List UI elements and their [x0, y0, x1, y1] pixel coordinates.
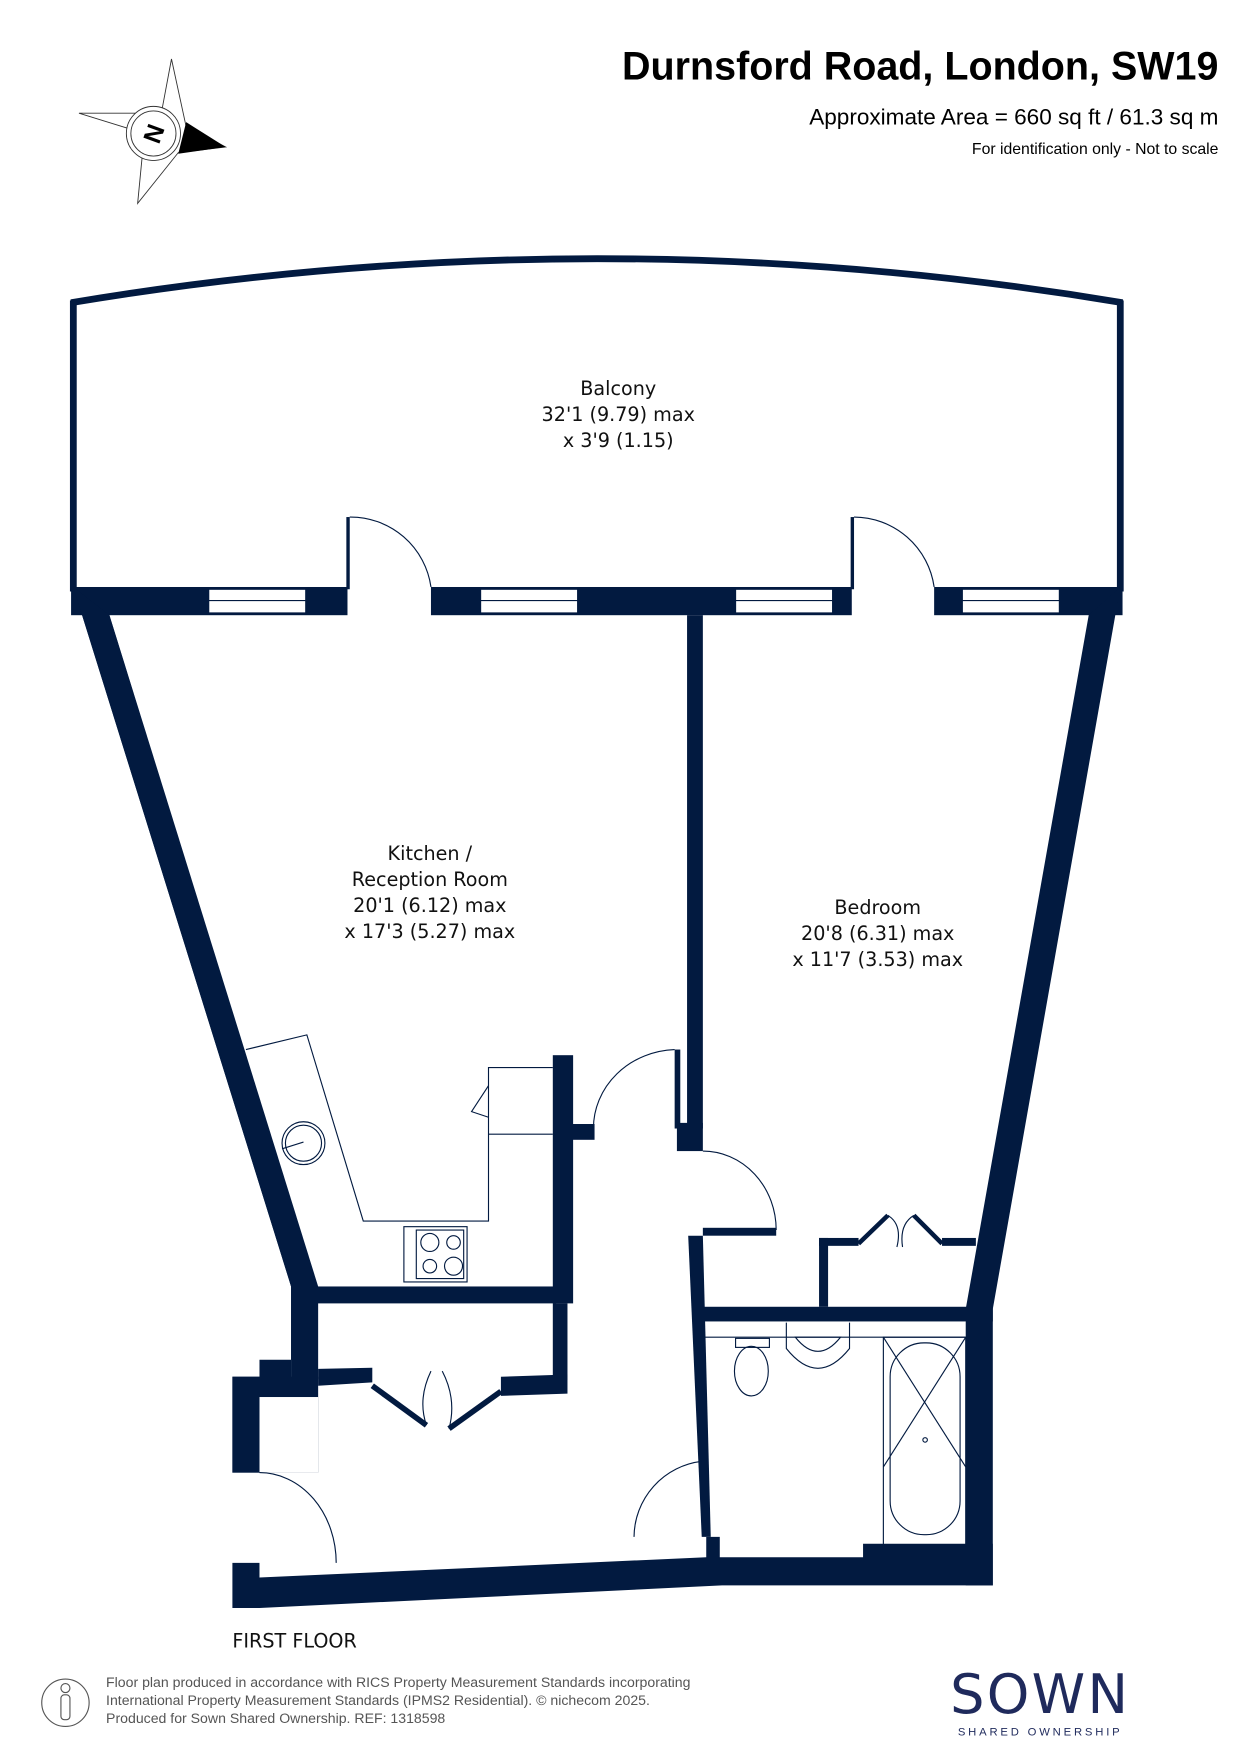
- room-label-bedroom: Bedroom 20'8 (6.31) max x 11'7 (3.53) ma…: [792, 896, 963, 971]
- toilet-icon: [733, 1337, 770, 1397]
- footer-line-1: Floor plan produced in accordance with R…: [106, 1674, 690, 1690]
- svg-text:SOWN: SOWN: [950, 1663, 1130, 1726]
- svg-text:Reception Room: Reception Room: [352, 868, 508, 891]
- footer-line-2: International Property Measurement Stand…: [106, 1692, 650, 1708]
- svg-text:x 17'3 (5.27) max: x 17'3 (5.27) max: [344, 920, 515, 943]
- hob-icon: [403, 1226, 468, 1283]
- compass-icon: N: [78, 58, 228, 205]
- svg-text:Kitchen /: Kitchen /: [388, 842, 473, 865]
- room-label-balcony: Balcony 32'1 (9.79) max x 3'9 (1.15): [542, 377, 695, 452]
- floor-label: FIRST FLOOR: [232, 1629, 356, 1652]
- svg-text:20'1 (6.12) max: 20'1 (6.12) max: [353, 894, 506, 917]
- svg-text:32'1 (9.79) max: 32'1 (9.79) max: [542, 403, 695, 426]
- person-icon: [41, 1678, 90, 1728]
- disclaimer-text: For identification only - Not to scale: [972, 141, 1219, 158]
- area-text: Approximate Area = 660 sq ft / 61.3 sq m: [809, 104, 1218, 129]
- svg-text:20'8 (6.31) max: 20'8 (6.31) max: [801, 922, 954, 945]
- svg-text:x 11'7 (3.53) max: x 11'7 (3.53) max: [792, 948, 963, 971]
- sink-icon: [281, 1121, 326, 1166]
- footer-line-3: Produced for Sown Shared Ownership. REF:…: [106, 1710, 445, 1726]
- bath-icon: [882, 1336, 967, 1547]
- svg-text:Bedroom: Bedroom: [834, 896, 921, 919]
- svg-text:Balcony: Balcony: [580, 377, 656, 400]
- basin-icon: [785, 1322, 851, 1369]
- svg-text:x 3'9 (1.15): x 3'9 (1.15): [563, 429, 674, 452]
- property-title: Durnsford Road, London, SW19: [622, 44, 1218, 88]
- sown-logo: SOWN SHARED OWNERSHIP: [950, 1663, 1130, 1739]
- room-label-kitchen: Kitchen / Reception Room 20'1 (6.12) max…: [344, 842, 515, 943]
- svg-text:SHARED OWNERSHIP: SHARED OWNERSHIP: [958, 1726, 1123, 1738]
